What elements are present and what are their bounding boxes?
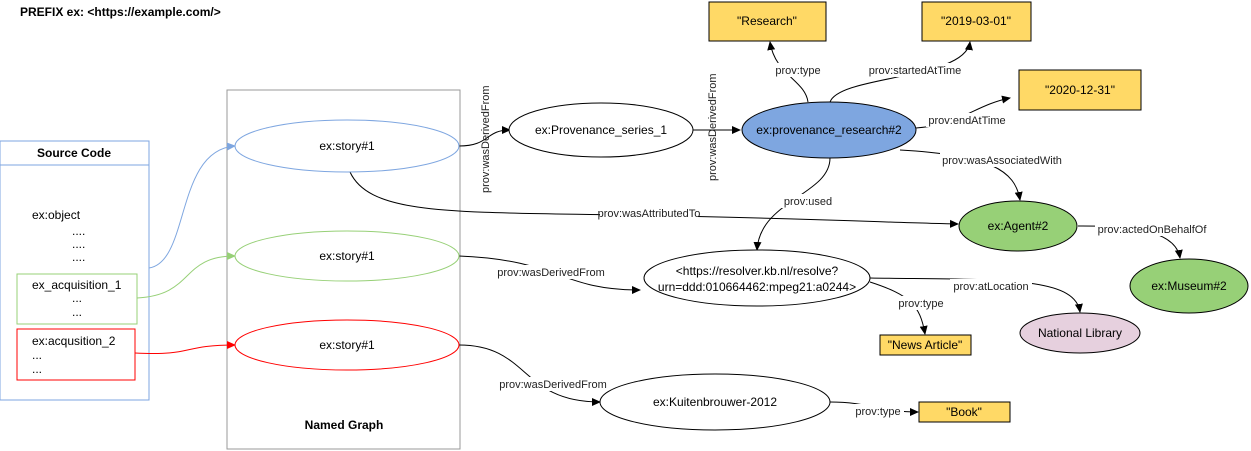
end-date-literal: "2020-12-31" [1018,69,1142,111]
book-label: "Book" [946,405,982,419]
label-associated-with: prov:wasAssociatedWith [942,155,1062,167]
source-code-title: Source Code [37,146,111,160]
prefix-declaration: PREFIX ex: <https://example.com/> [20,5,221,19]
label-derived-from-3: prov:wasDerivedFrom [497,267,605,279]
object-to-story-connector [148,142,236,269]
provenance-series-node: ex:Provenance_series_1 [508,102,694,158]
story-node-2: ex:story#1 [234,230,460,282]
named-graph-title: Named Graph [305,418,384,432]
label-derived-from-2: prov:wasDerivedFrom [707,73,719,181]
national-library-node: National Library [1019,312,1141,354]
label-at-location: prov:atLocation [953,281,1028,293]
story-node-3: ex:story#1 [234,319,460,371]
acq1-to-story-connector [136,252,236,299]
acq1-line-0: ex_acquisition_1 [32,278,122,292]
kuitenbrouwer-label: ex:Kuitenbrouwer-2012 [653,395,777,409]
agent-label: ex:Agent#2 [988,219,1049,233]
story-node-1: ex:story#1 [234,119,460,173]
label-type-news: prov:type [898,298,943,310]
object-line-3: .... [72,250,85,264]
start-date-label: "2019-03-01" [941,14,1011,28]
museum-node: ex:Museum#2 [1129,258,1249,314]
label-acted-on-behalf: prov:actedOnBehalfOf [1098,224,1208,236]
acquisition-1-box [16,273,138,325]
resolver-uri-node: <https://resolver.kb.nl/resolve? urn=ddd… [643,249,871,307]
story-2-label: ex:story#1 [319,249,375,263]
news-article-label: "News Article" [888,338,963,352]
acquisition-2-box [16,328,136,381]
label-derived-from-4: prov:wasDerivedFrom [499,379,607,391]
acq1-line-2: ... [72,305,82,319]
named-graph-panel: Named Graph [226,89,461,450]
kuitenbrouwer-node: ex:Kuitenbrouwer-2012 [599,373,831,431]
story-1-label: ex:story#1 [319,139,375,153]
edge-story3-to-kuiten [458,344,601,406]
agent-node: ex:Agent#2 [958,200,1078,252]
label-attributed-to: prov:wasAttributedTo [598,208,701,220]
label-derived-from-1: prov:wasDerivedFrom [480,85,492,193]
provenance-research-node: ex:provenance_research#2 [741,101,917,159]
object-line-2: .... [72,237,85,251]
news-article-literal: "News Article" [879,334,972,356]
label-type-research: prov:type [775,65,820,77]
provenance-series-label: ex:Provenance_series_1 [535,123,667,137]
resolver-line-1: <https://resolver.kb.nl/resolve? [676,264,839,278]
acq2-line-0: ex:acqusition_2 [32,334,116,348]
object-line-1: .... [72,224,85,238]
end-date-label: "2020-12-31" [1045,83,1115,97]
acq2-to-story-connector [134,341,236,354]
object-line-0: ex:object [32,208,81,222]
story-3-label: ex:story#1 [319,338,375,352]
edge-story-to-series [458,126,511,147]
acq2-line-2: ... [32,362,42,376]
research-literal-label: "Research" [737,14,797,28]
research-literal: "Research" [708,1,827,42]
label-ended-at: prov:endAtTime [928,115,1005,127]
acq1-line-1: ... [72,291,82,305]
label-started-at: prov:startedAtTime [869,65,962,77]
museum-label: ex:Museum#2 [1151,279,1227,293]
provenance-research-label: ex:provenance_research#2 [756,123,902,137]
label-used: prov:used [784,196,832,208]
start-date-literal: "2019-03-01" [921,1,1032,42]
resolver-line-2: urn=ddd:010664462:mpeg21:a0244> [658,280,856,294]
source-code-panel: Source Code ex:object .... .... .... ex_… [0,140,150,401]
acq2-line-1: ... [32,348,42,362]
edge-labels: prov:wasDerivedFrom prov:wasDerivedFrom … [480,63,1210,418]
book-literal: "Book" [918,401,1011,423]
label-type-book: prov:type [855,406,900,418]
national-library-label: National Library [1038,326,1122,340]
